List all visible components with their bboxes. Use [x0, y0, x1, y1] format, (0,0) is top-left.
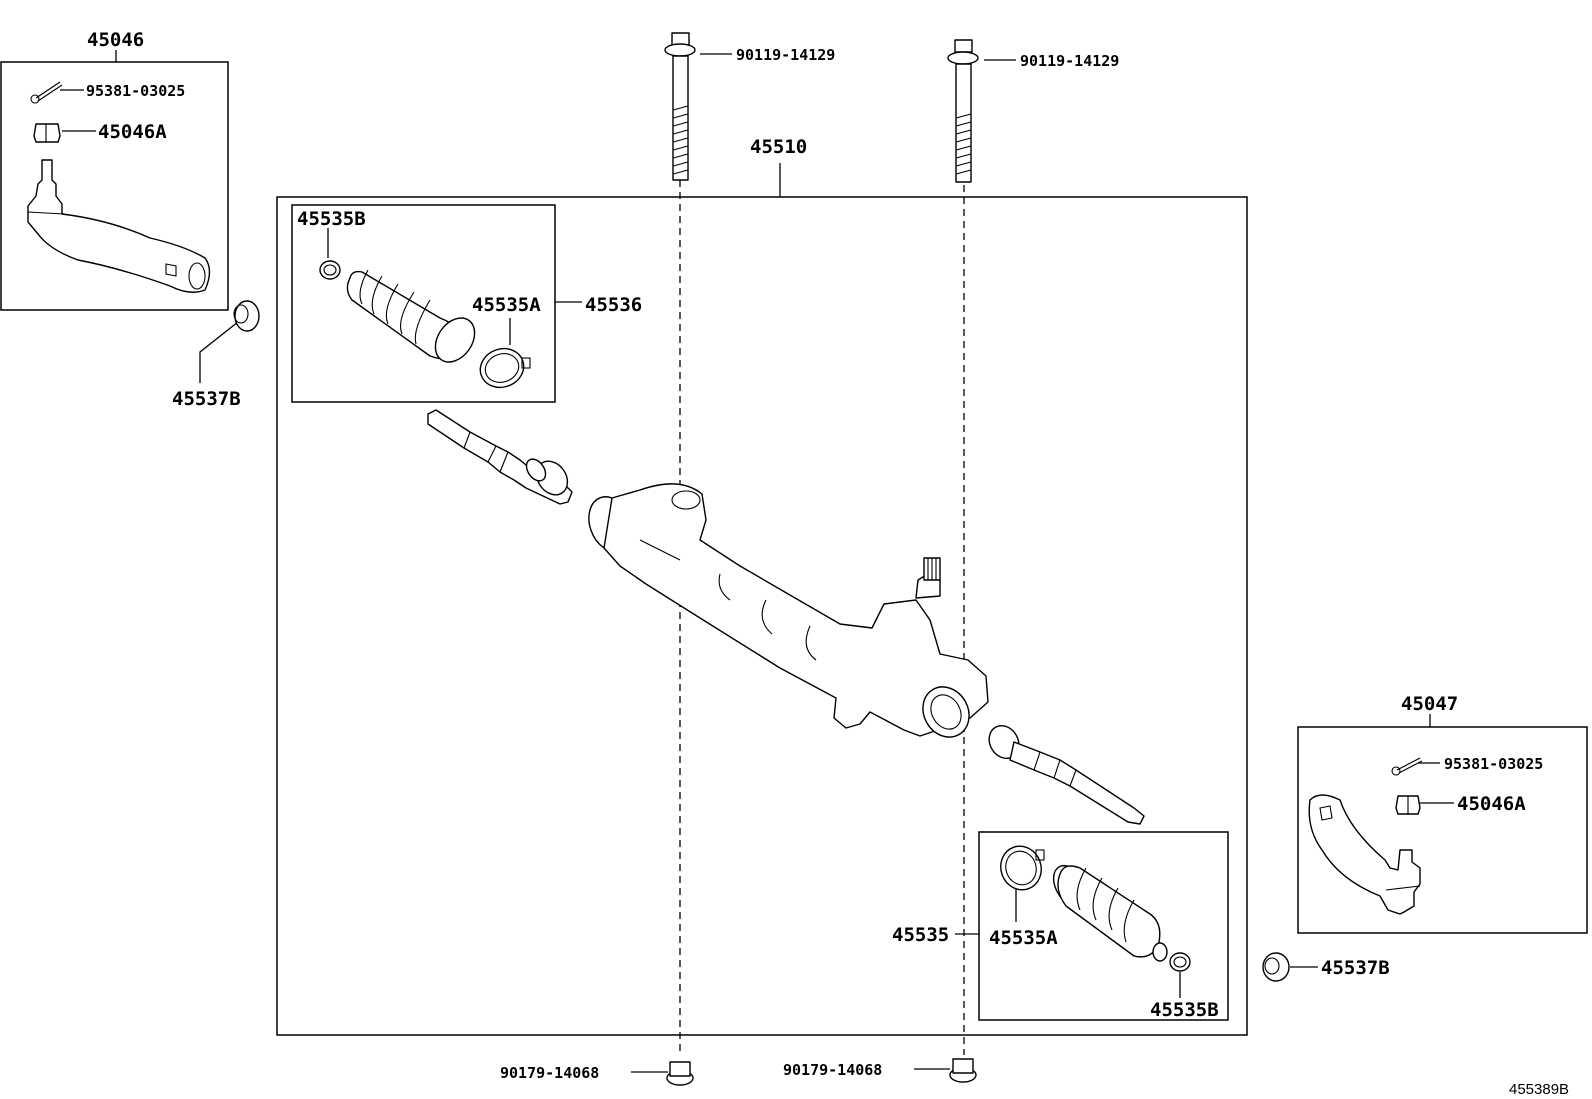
label-clamp-right: 45535A — [989, 927, 1058, 949]
inner-tie-rod-left-part — [427, 409, 573, 505]
box-tie-rod-end-left — [0, 61, 229, 311]
label-nut-right: 45046A — [1457, 793, 1526, 815]
label-diagram-code: 455389B — [1509, 1081, 1569, 1098]
rack-housing-part — [588, 483, 989, 738]
bottom-nut-left-part — [666, 1061, 694, 1086]
label-bottom-nut-right: 90179-14068 — [783, 1061, 882, 1079]
label-clip-right: 45535B — [1150, 999, 1219, 1021]
clamp-left-part — [479, 347, 531, 389]
label-bottom-nut-left: 90179-14068 — [500, 1064, 599, 1082]
tie-rod-end-right-part — [1308, 794, 1421, 915]
clamp-right-part — [1000, 845, 1045, 891]
label-cotter-pin-left: 95381-03025 — [86, 82, 185, 100]
box-tie-rod-end-right — [1297, 726, 1588, 934]
lock-nut-right-part — [1262, 952, 1290, 982]
label-lock-nut-left: 45537B — [172, 388, 241, 410]
label-boot-kit-left: 45536 — [585, 294, 642, 316]
tie-rod-end-left-part — [27, 159, 211, 293]
boot-left-part — [346, 269, 476, 363]
label-bolt-left: 90119-14129 — [736, 46, 835, 64]
box-boot-kit-right — [978, 831, 1229, 1021]
cotter-pin-right-part — [1391, 757, 1423, 776]
label-boot-kit-right: 45535 — [892, 924, 949, 946]
label-tie-rod-end-left: 45046 — [87, 29, 144, 51]
nut-right-part — [1395, 795, 1421, 815]
label-bolt-right: 90119-14129 — [1020, 52, 1119, 70]
bottom-nut-right-part — [949, 1058, 977, 1083]
label-nut-left: 45046A — [98, 121, 167, 143]
label-tie-rod-end-right: 45047 — [1401, 693, 1458, 715]
label-clamp-left: 45535A — [472, 294, 541, 316]
bolt-left-part — [664, 32, 696, 181]
cotter-pin-left-part — [30, 81, 63, 104]
label-gear-assembly: 45510 — [750, 136, 807, 158]
boot-right-part — [1052, 865, 1168, 962]
box-boot-kit-left — [291, 204, 556, 403]
clip-left-part — [319, 260, 341, 280]
box-gear-assembly — [276, 196, 1248, 1036]
label-lock-nut-right: 45537B — [1321, 957, 1390, 979]
bolt-right-part — [947, 39, 979, 183]
label-clip-left: 45535B — [297, 208, 366, 230]
nut-left-part — [33, 123, 61, 143]
label-cotter-pin-right: 95381-03025 — [1444, 755, 1543, 773]
inner-tie-rod-right-part — [988, 724, 1145, 825]
lock-nut-left-part — [233, 300, 260, 332]
clip-right-part — [1169, 952, 1191, 972]
leader-lock-nut-left — [199, 317, 244, 383]
